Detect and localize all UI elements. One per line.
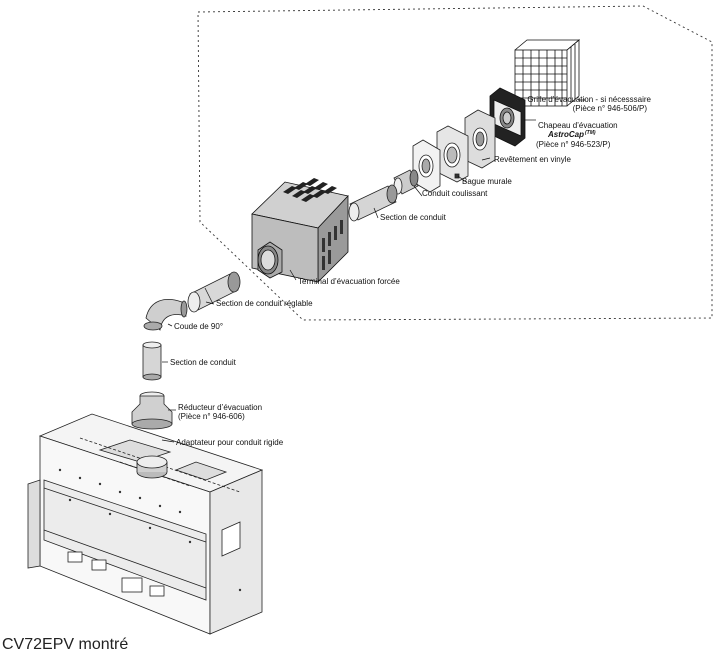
vinyl-siding-plate — [464, 109, 496, 169]
sliding-pipe — [393, 169, 419, 195]
label-bague: Bague murale — [462, 177, 512, 186]
vent-reducer — [131, 391, 173, 430]
label-section-top: Section de conduit — [380, 213, 447, 222]
model-caption: CV72EPV montré — [2, 636, 129, 653]
leader-lines — [161, 99, 586, 443]
label-terminal: Terminal d’évacuation forcée — [298, 277, 400, 286]
label-reducteur-title: Réducteur d’évacuation — [178, 403, 262, 412]
pipe-section-top — [348, 184, 398, 222]
label-grille-part: (Pièce n° 946-506/P) — [573, 104, 648, 113]
label-grille-title: Grille d’évacuation - si nécesssaire — [527, 95, 651, 104]
wall-outline — [197, 5, 713, 321]
label-chapeau-title: Chapeau d’évacuation — [538, 121, 618, 130]
label-revetement: Revêtement en vinyle — [494, 155, 571, 164]
label-coulissant: Conduit coulissant — [422, 189, 488, 198]
label-reglable: Section de conduit réglable — [216, 299, 313, 308]
label-chapeau-brand: AstroCap — [547, 130, 584, 139]
vent-cap — [489, 87, 526, 147]
label-section-mid: Section de conduit — [170, 358, 237, 367]
label-chapeau-part: (Pièce n° 946-523/P) — [536, 140, 611, 149]
pipe-section-vertical — [142, 341, 162, 381]
label-reducteur-part: (Pièce n° 946-606) — [178, 412, 245, 421]
label-adaptateur: Adaptateur pour conduit rigide — [176, 438, 284, 447]
grille-cage — [514, 39, 581, 107]
label-chapeau-tm: (TM) — [585, 130, 596, 136]
elbow-90 — [143, 299, 188, 331]
adjustable-pipe — [187, 271, 241, 313]
fireplace-unit — [27, 413, 264, 635]
wall-thimble — [412, 125, 469, 193]
label-coude: Coude de 90° — [174, 322, 223, 331]
power-vent-terminal — [251, 178, 349, 283]
